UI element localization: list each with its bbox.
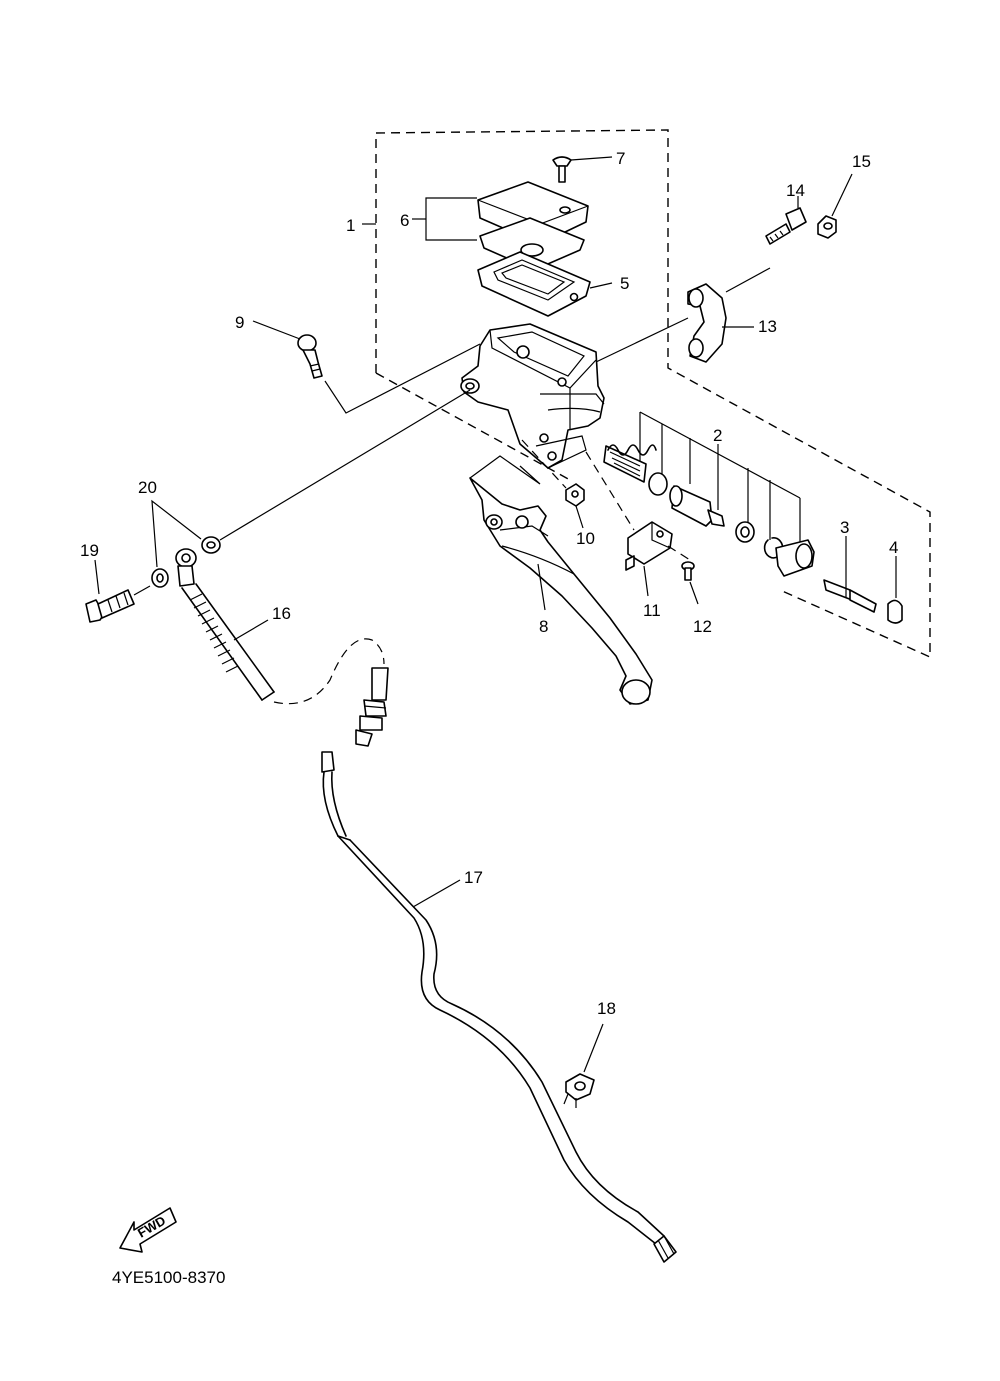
diagram-code: 4YE5100-8370 <box>112 1268 225 1287</box>
callout-14: 14 <box>786 181 805 200</box>
callout-20: 20 <box>138 478 157 497</box>
callout-9: 9 <box>235 313 244 332</box>
callout-12: 12 <box>693 617 712 636</box>
callout-6: 6 <box>400 211 409 230</box>
part-15-nut <box>817 173 853 239</box>
callout-18: 18 <box>597 999 616 1018</box>
callout-10: 10 <box>576 529 595 548</box>
part-14-bolt <box>765 196 807 245</box>
part-8-clutch-lever <box>469 455 653 705</box>
part-3-push-rod <box>823 536 877 613</box>
callout-4: 4 <box>889 538 898 557</box>
master-cylinder-assembly-boundary <box>375 129 931 659</box>
part-5-diaphragm-gasket <box>477 251 613 317</box>
part-12-screw <box>681 561 699 605</box>
callout-19: 19 <box>80 541 99 560</box>
callout-15: 15 <box>852 152 871 171</box>
part-6-reservoir-cap <box>412 181 589 271</box>
callout-13: 13 <box>758 317 777 336</box>
part-4-boot-cap <box>887 556 903 624</box>
callout-7: 7 <box>616 149 625 168</box>
callout-8: 8 <box>539 617 548 636</box>
part-13-holder-clamp <box>595 267 771 363</box>
part-9-bolt <box>252 320 481 414</box>
part-18-pipe-clamp <box>563 1023 604 1108</box>
callout-1: 1 <box>346 216 355 235</box>
part-10-nut <box>521 439 585 529</box>
part-2-piston-kit <box>603 411 815 577</box>
part-7-screw <box>552 156 613 183</box>
callout-labels: 1 2 3 4 5 6 7 8 9 10 11 12 13 14 15 16 1… <box>80 149 898 1018</box>
part-16-clutch-hose <box>175 548 389 747</box>
callout-16: 16 <box>272 604 291 623</box>
callout-11: 11 <box>643 601 661 620</box>
part-11-clutch-switch <box>585 451 691 597</box>
master-cylinder-body <box>460 323 605 469</box>
part-19-union-bolt <box>85 559 151 623</box>
callout-17: 17 <box>464 868 483 887</box>
part-17-clutch-pipe <box>321 751 677 1263</box>
callout-5: 5 <box>620 274 629 293</box>
callout-3: 3 <box>840 518 849 537</box>
part-20-gaskets <box>151 389 471 588</box>
fwd-arrow-icon: FWD <box>119 1207 177 1253</box>
callout-2: 2 <box>713 426 722 445</box>
